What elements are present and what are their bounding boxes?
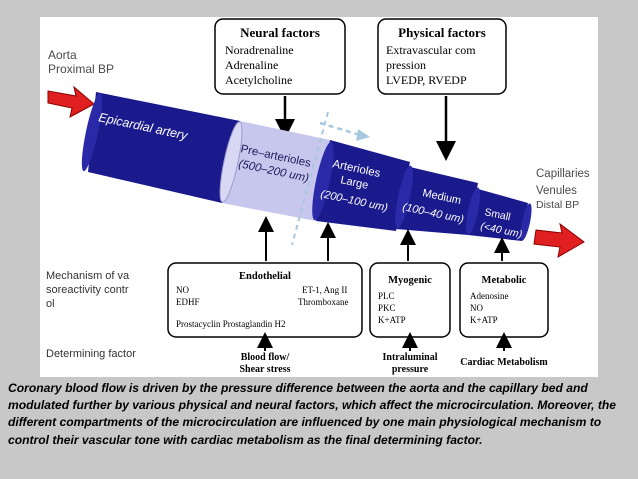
metabolic-line-3: K+ATP (470, 315, 498, 325)
epicardial-segment (88, 92, 240, 203)
intraluminal-label-2: pressure (392, 364, 429, 375)
figure-caption: Coronary blood flow is driven by the pre… (8, 381, 616, 447)
venules-label: Venules (536, 185, 577, 197)
metabolic-line-2: NO (470, 303, 483, 313)
capillaries-label: Capillaries (536, 168, 590, 180)
neural-line-2: Adrenaline (225, 58, 278, 72)
small-segment (468, 189, 528, 241)
endothelial-title: Endothelial (239, 271, 291, 282)
blood-flow-label-1: Blood flow/ (241, 352, 290, 363)
inflow-arrow-icon (47, 85, 95, 118)
medium-segment (396, 167, 478, 235)
neural-line-1: Noradrenaline (225, 43, 294, 57)
arterioles-large-label: Large (339, 174, 369, 192)
determining-factor-label: Determining factor (46, 348, 136, 360)
neural-factors-title: Neural factors (240, 25, 320, 40)
physical-line-3: LVEDP, RVEDP (386, 73, 467, 87)
myogenic-line-2: PKC (378, 303, 396, 313)
dashed-arrow-icon (319, 121, 361, 137)
proximal-bp-label: Proximal BP (48, 62, 114, 76)
myogenic-line-1: PLC (378, 291, 395, 301)
endothelial-box: Endothelial NO EDHF ET-1, Ang II Thrombo… (167, 262, 363, 338)
blood-flow-label-2: Shear stress (239, 364, 290, 375)
outflow-arrow-icon (533, 222, 585, 258)
endothelial-left-2: EDHF (176, 297, 200, 307)
endothelial-bottom: Prostacyclin Prostaglandin H2 (176, 319, 286, 329)
metabolic-line-1: Adenosine (470, 291, 509, 301)
coronary-microcirculation-diagram: Aorta Proximal BP Neural factors Noradre… (46, 18, 590, 375)
diagram-panel: Aorta Proximal BP Neural factors Noradre… (40, 17, 598, 377)
neural-line-3: Acetylcholine (225, 73, 292, 87)
endothelial-right-2: Thromboxane (298, 297, 348, 307)
myogenic-title: Myogenic (388, 275, 432, 286)
myogenic-box: Myogenic PLC PKC K+ATP (369, 262, 451, 338)
pre-arterioles-segment (222, 121, 330, 221)
myogenic-line-3: K+ATP (378, 315, 406, 325)
mechanism-label-2: soreactivity contr (46, 284, 129, 296)
mechanism-label-3: ol (46, 298, 55, 310)
arterioles-large-segment (316, 140, 410, 231)
vessel-tube (81, 92, 532, 241)
metabolic-title: Metabolic (482, 275, 527, 286)
neural-factors-box: Neural factors Noradrenaline Adrenaline … (214, 18, 346, 95)
endothelial-right-1: ET-1, Ang II (302, 285, 347, 295)
metabolic-box: Metabolic Adenosine NO K+ATP (459, 262, 549, 338)
mechanism-label-1: Mechanism of va (46, 270, 130, 282)
distal-bp-label: Distal BP (536, 199, 579, 211)
physical-factors-box: Physical factors Extravascular com press… (377, 18, 507, 95)
physical-line-1: Extravascular com (386, 43, 476, 57)
aorta-label: Aorta (48, 48, 77, 62)
cardiac-metabolism-label: Cardiac Metabolism (460, 357, 548, 368)
intraluminal-label-1: Intraluminal (382, 352, 437, 363)
physical-line-2: pression (386, 58, 426, 72)
physical-factors-title: Physical factors (398, 25, 486, 40)
small-label: Small (483, 206, 511, 223)
endothelial-left-1: NO (176, 285, 189, 295)
dashed-divider (291, 111, 329, 246)
